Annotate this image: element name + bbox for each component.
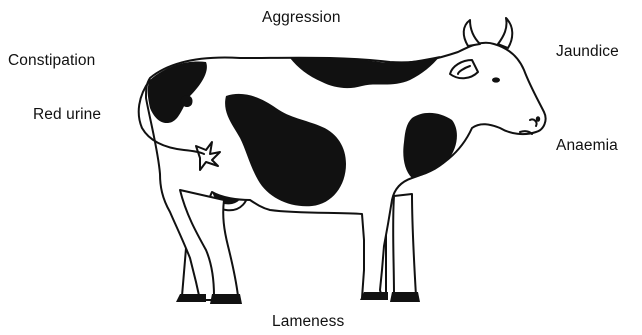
cow-eye	[492, 77, 500, 82]
label-anaemia: Anaemia	[556, 137, 618, 155]
label-lameness: Lameness	[272, 313, 344, 331]
cow-nostril	[536, 116, 540, 122]
label-red-urine: Red urine	[33, 106, 101, 124]
label-aggression: Aggression	[262, 9, 341, 27]
cow-hoof-near-hind	[210, 294, 242, 304]
cow-hoof-far-hind	[176, 294, 206, 302]
cow-hoof-near-fore	[390, 292, 420, 302]
label-constipation: Constipation	[8, 52, 95, 70]
cow-horn-right	[498, 18, 512, 48]
cow-patch-shoulder	[403, 113, 457, 178]
cow-horn-left	[464, 20, 480, 46]
label-jaundice: Jaundice	[556, 43, 619, 61]
cow-hoof-far-fore	[360, 292, 388, 300]
cow-near-fore-leg	[393, 194, 416, 296]
